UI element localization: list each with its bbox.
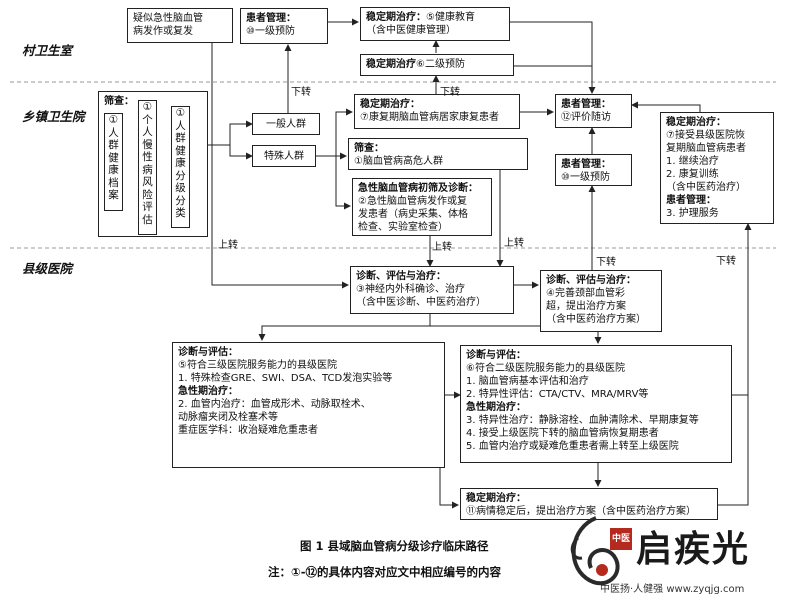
edge-diag-to-l3 [258, 314, 431, 341]
label-down-right1: 下转 [596, 257, 616, 268]
watermark-brand: 启疾光 [636, 528, 751, 570]
suspect-line-1: 疑似急性脑血管 [133, 13, 203, 24]
label-up-mid: 上转 [432, 242, 452, 253]
watermark-site: 中医扬·人健强 www.zyqjg.com [600, 584, 745, 595]
county-level3-box: 诊断与评估： ⑤符合三级医院服务能力的县级医院 1. 特殊检查GRE、SWI、D… [172, 342, 445, 468]
village-edu-box: 稳定期治疗：⑤健康教育 （含中医健康管理） [360, 7, 510, 41]
township-prevention-box: 患者管理： ⑩一级预防 [555, 154, 632, 186]
tier-village: 村卫生室 [22, 43, 73, 58]
edge-twpright-to-follow [631, 101, 701, 112]
village-edu-head: 稳定期治疗： [366, 12, 426, 23]
tier-township: 乡镇卫生院 [22, 109, 85, 124]
village-secondary-box: 稳定期治疗⑥二级预防 [360, 54, 514, 76]
edge-special-to-acute [335, 156, 351, 210]
county-carotid-box: 诊断、评估与治疗： ④完善颈部血管彩 超，提出治疗方案 （含中医药治疗方案） [540, 270, 662, 332]
village-mgmt-line: ⑩一级预防 [246, 26, 295, 37]
village-mgmt-head: 患者管理： [246, 13, 296, 24]
township-acute-box: 急性脑血管病初筛及诊断： ②急性脑血管病发作或复 发患者（病史采集、体格 检查、… [352, 178, 492, 236]
county-diag-box: 诊断、评估与治疗： ③神经内外科确诊、治疗 （含中医诊断、中医药治疗） [350, 266, 514, 314]
general-population-box: 一般人群 [252, 113, 320, 135]
edge-l3-to-stable [439, 468, 459, 509]
edge-viledu-to-follow [510, 21, 596, 94]
township-rehab-box: 稳定期治疗： ⑦康复期脑血管病居家康复患者 [354, 94, 520, 129]
village-secondary-head: 稳定期治疗 [366, 59, 416, 70]
county-level2-box: 诊断与评估： ⑥符合二级医院服务能力的县级医院 1. 脑血管病基本评估和治疗 2… [460, 345, 732, 463]
watermark-swirl-icon [570, 516, 620, 586]
village-secondary-tail: ⑥二级预防 [416, 59, 465, 70]
township-right-box: 稳定期治疗： ⑦接受县级医院恢 复期脑血管病患者 1. 继续治疗 2. 康复训练… [660, 112, 774, 224]
edge-screen-to-special [229, 145, 253, 160]
label-down-right2: 下转 [716, 256, 736, 267]
watermark-logo: 中医 启疾光 中医扬·人健强 www.zyqjg.com [556, 508, 782, 600]
label-down-mid: 下转 [440, 87, 460, 98]
village-edu-line: （含中医健康管理） [366, 25, 456, 36]
township-screen-box: 筛查： ①脑血管病高危人群 [348, 138, 528, 170]
suspect-box: 疑似急性脑血管 病发作或复发 [127, 8, 233, 43]
figure-note: 注：①-⑫的具体内容对应文中相应编号的内容 [268, 565, 502, 579]
village-edu-tail: ⑤健康教育 [426, 12, 475, 23]
edge-stable-to-twpright [718, 223, 752, 506]
label-up-left: 上转 [218, 240, 238, 251]
tier-county: 县级医院 [22, 261, 73, 276]
suspect-line-2: 病发作或复发 [133, 26, 193, 37]
village-mgmt-box: 患者管理： ⑩一级预防 [240, 8, 328, 44]
township-follow-box: 患者管理： ⑫评价随访 [555, 94, 632, 128]
edge-special-to-rehab [335, 108, 353, 156]
screen-group-head: 筛查： [104, 96, 134, 107]
special-population-box: 特殊人群 [252, 145, 316, 167]
label-down-village: 下转 [291, 87, 311, 98]
watermark-seal: 中医 [610, 528, 632, 550]
edge-screen-to-general [207, 120, 253, 146]
edge-suspect-to-diag [211, 40, 349, 289]
figure-title: 图 1 县域脑血管病分级诊疗临床路径 [300, 539, 489, 553]
label-up-right: 上转 [504, 238, 524, 249]
